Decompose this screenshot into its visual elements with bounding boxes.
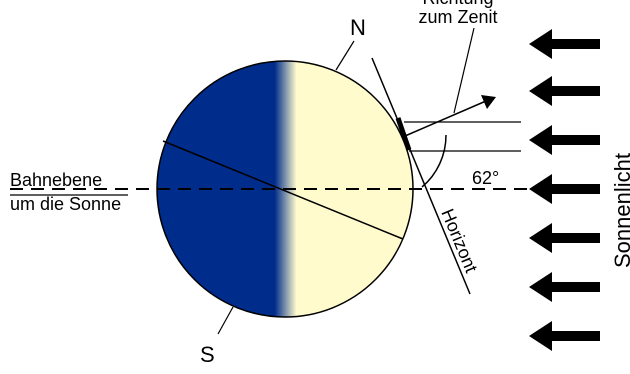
sunlight-label: Sonnenlicht — [610, 153, 630, 268]
zenith-label-line1: Richtung — [422, 0, 493, 8]
zenith-label-line2: zum Zenit — [418, 7, 497, 27]
sunlight-arrow-icon — [529, 223, 600, 253]
angle-arc — [421, 134, 447, 188]
sunlight-arrow-icon — [529, 29, 600, 59]
zenith-label-leader — [453, 27, 475, 114]
sunlight-arrow-icon — [529, 174, 600, 204]
south-label: S — [200, 342, 215, 367]
horizon-line — [371, 57, 471, 295]
zenith-arrow-head — [481, 95, 496, 109]
sunlight-arrow-icon — [529, 76, 600, 106]
horizon-label: Horizont — [437, 206, 481, 276]
south-leader-line — [217, 306, 234, 335]
sunlight-arrow-icon — [529, 272, 600, 302]
sunlight-arrow-icon — [529, 321, 600, 351]
zenith-arrow-line — [404, 100, 487, 137]
orbit-label-line1: Bahnebene — [10, 170, 102, 190]
north-leader-line — [335, 40, 355, 71]
angle-label: 62° — [472, 168, 499, 188]
sunlight-arrow-icon — [529, 125, 600, 155]
orbit-label-line2: um die Sonne — [10, 194, 121, 214]
north-label: N — [350, 15, 366, 40]
observer-marker — [395, 117, 412, 151]
